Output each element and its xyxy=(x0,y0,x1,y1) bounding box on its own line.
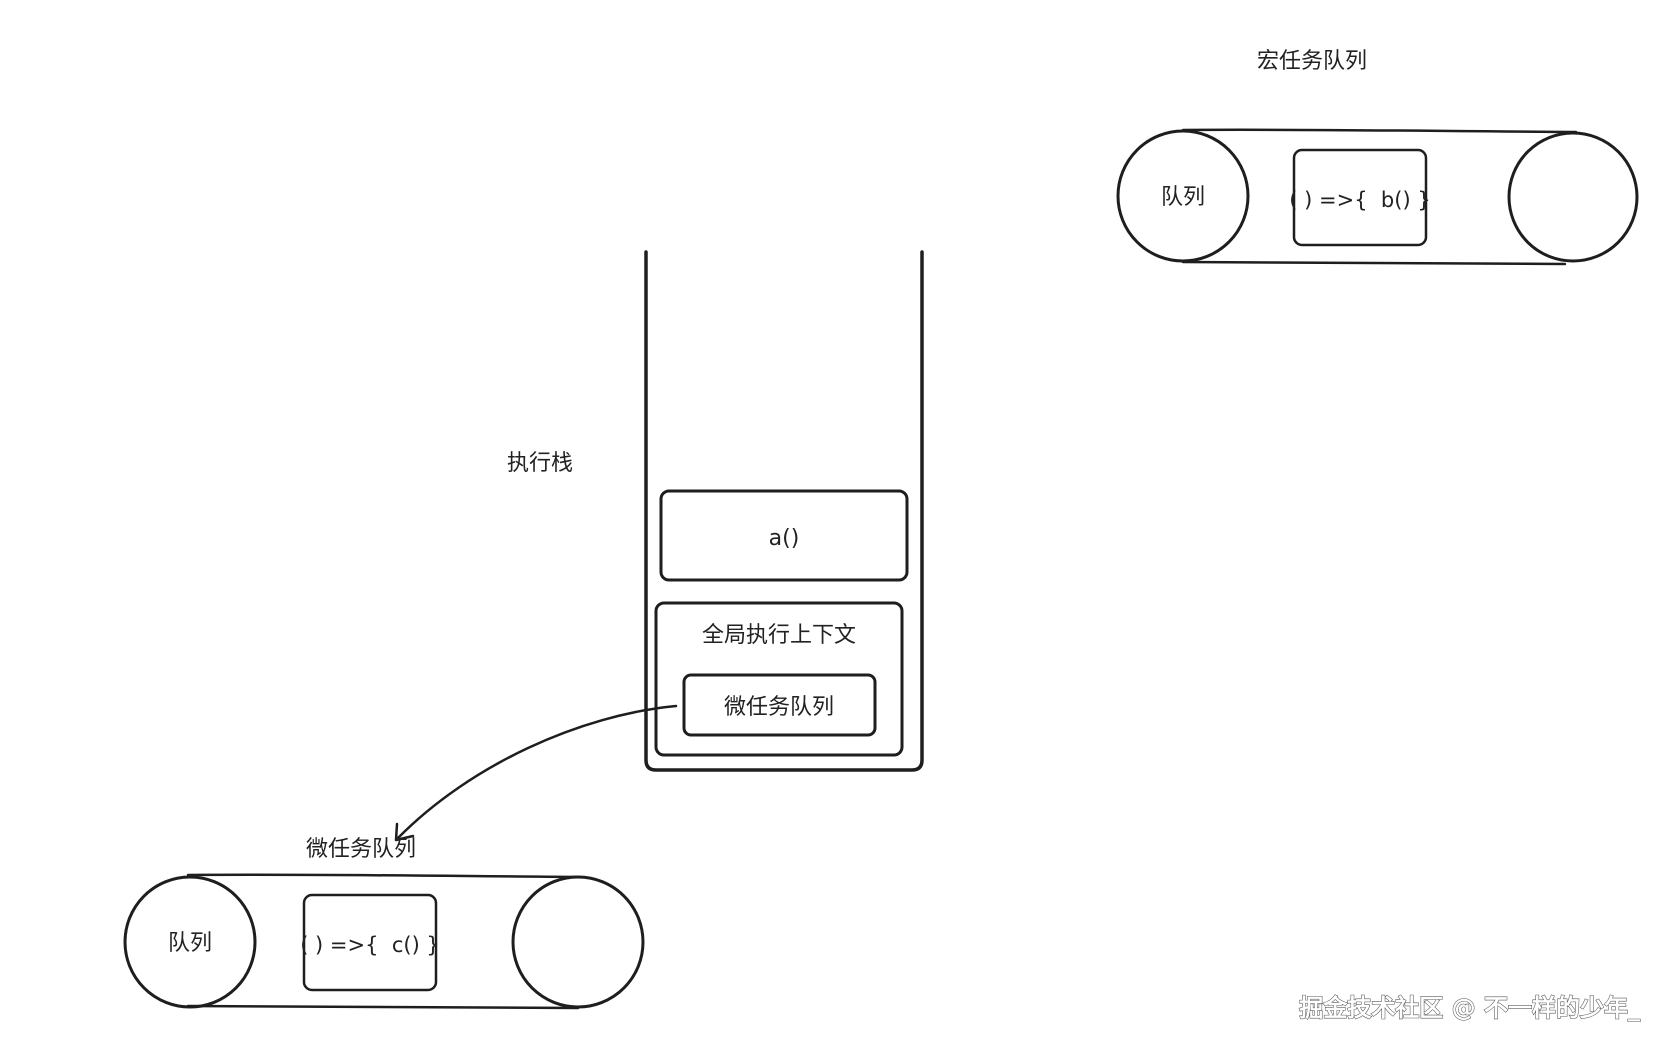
microtask-left-roller xyxy=(123,875,257,1009)
macrotask-right-roller xyxy=(1507,131,1639,263)
execution-stack-title: 执行栈 xyxy=(507,451,573,476)
microtask-arrow-line xyxy=(396,704,678,840)
macrotask-task-label: ( ) =>{ b() } xyxy=(1289,188,1430,212)
watermark-text: 掘金技术社区 @ 不一样的少年_ xyxy=(1299,994,1640,1022)
microtask-arrow xyxy=(394,704,678,842)
macrotask-left-roller-label: 队列 xyxy=(1161,185,1205,210)
macrotask-belt-bottom xyxy=(1181,260,1567,266)
microtask-right-roller xyxy=(511,875,645,1009)
global-context-title: 全局执行上下文 xyxy=(702,623,856,648)
macrotask-queue: 宏任务队列 队列 ( ) =>{ b() } xyxy=(1116,49,1639,266)
execution-stack-container xyxy=(644,250,924,772)
stack-frame-a-label: a() xyxy=(769,526,800,551)
macrotask-left-roller xyxy=(1116,129,1250,263)
global-context-microtask-label: 微任务队列 xyxy=(724,695,834,720)
microtask-belt-bottom xyxy=(186,1004,580,1010)
microtask-task-card xyxy=(302,893,438,992)
microtask-arrow-head xyxy=(394,822,415,842)
microtask-task-label: ( ) =>{ c() } xyxy=(300,933,440,957)
microtask-queue-title: 微任务队列 xyxy=(306,837,416,862)
stack-frame-a xyxy=(659,489,909,582)
macrotask-belt-top xyxy=(1181,128,1578,134)
microtask-belt-top xyxy=(186,873,580,879)
macrotask-queue-title: 宏任务队列 xyxy=(1257,49,1367,74)
microtask-queue: 微任务队列 队列 ( ) =>{ c() } xyxy=(123,837,645,1010)
global-context-microtask-box xyxy=(682,673,877,737)
microtask-left-roller-label: 队列 xyxy=(168,931,212,956)
global-context-frame xyxy=(654,601,904,757)
macrotask-task-card xyxy=(1292,148,1428,247)
execution-stack: 执行栈 a() 全局执行上下文 微任务队列 xyxy=(507,250,924,772)
